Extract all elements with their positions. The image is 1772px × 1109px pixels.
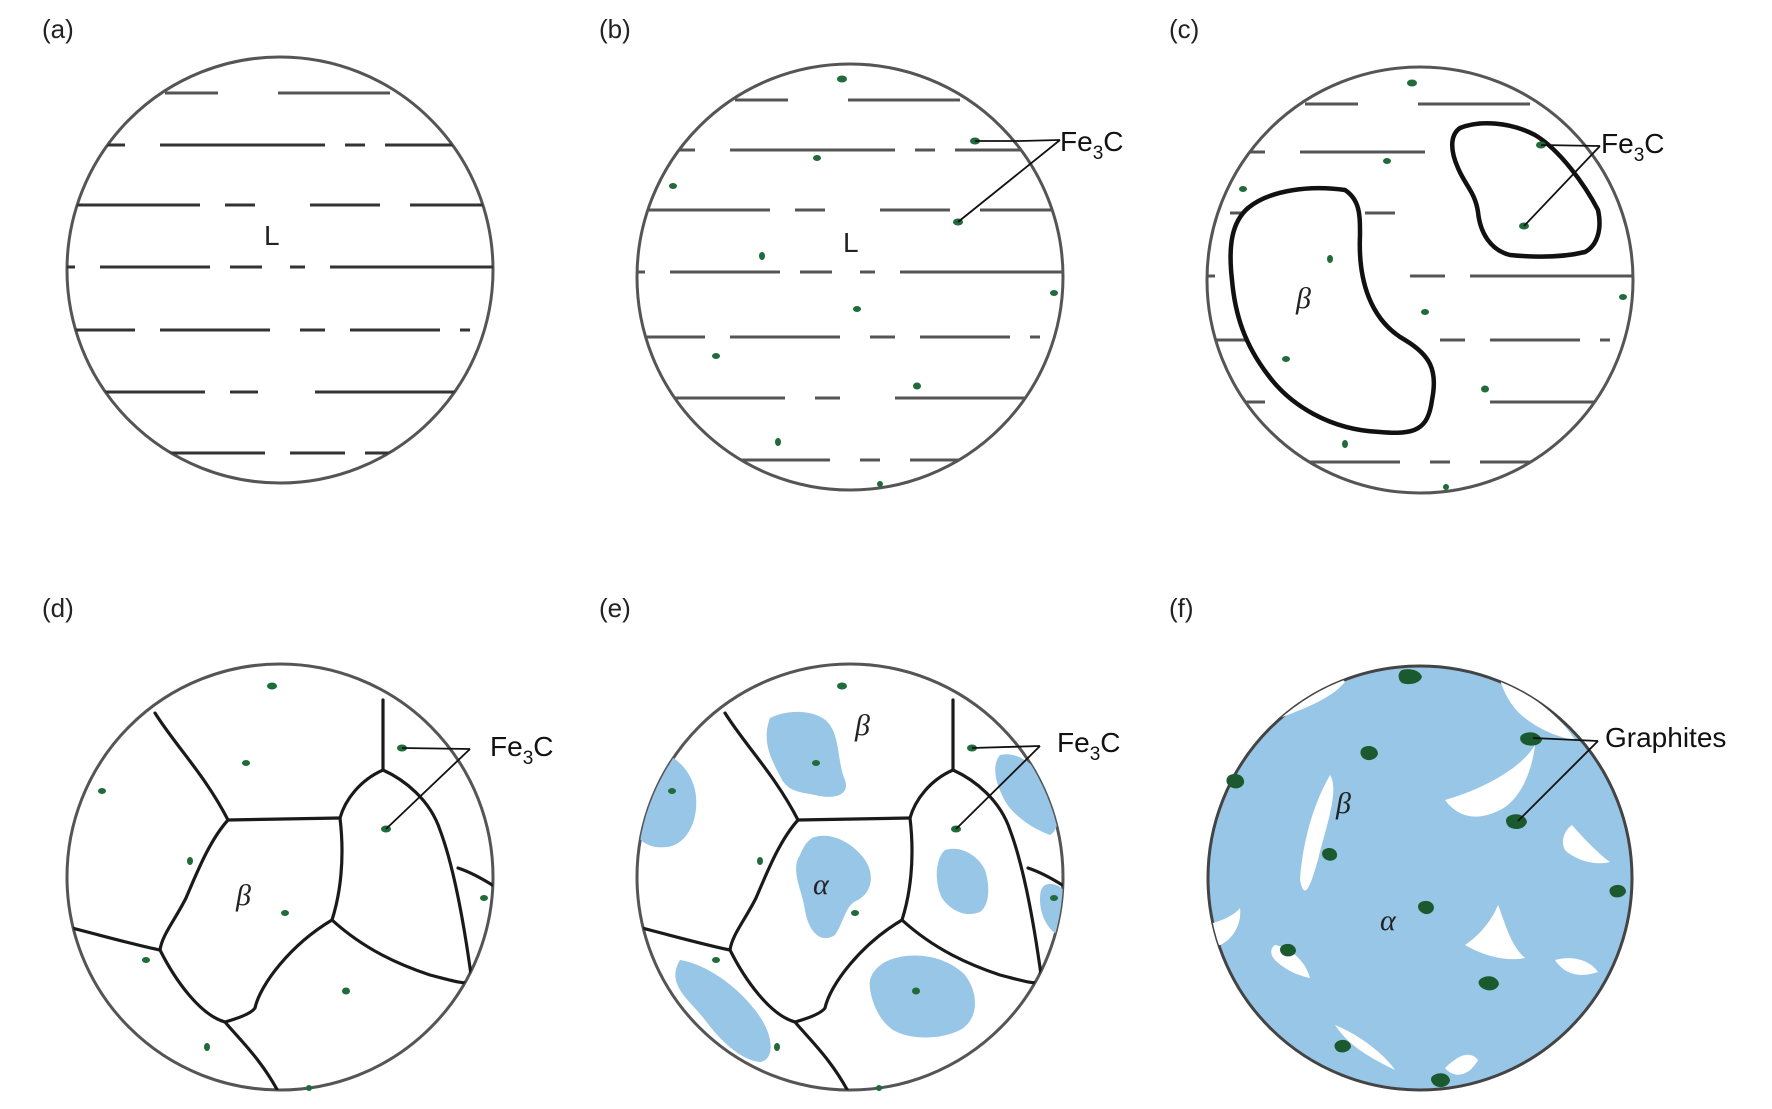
phase-label-beta-e: β [854, 709, 870, 742]
fe3c-annotation-e: Fe3C [955, 727, 1121, 830]
specimen-circle-a [65, 55, 495, 485]
alpha-regions-e [637, 711, 1063, 1062]
beta-nucleus-small-c [1450, 121, 1602, 259]
graphite-nodules-f [1226, 669, 1626, 1088]
panel-e: (e) [599, 593, 1121, 1092]
panel-label-f: (f) [1169, 593, 1194, 623]
grain-boundaries-d [67, 698, 493, 1090]
panel-label-e: (e) [599, 593, 631, 623]
fe3c-annotation-d: Fe3C [385, 731, 554, 830]
liquid-lines-b [637, 98, 1063, 462]
fe3c-particles-d [98, 682, 488, 1091]
panel-a: (a) [42, 14, 495, 485]
liquid-lines-c [1207, 102, 1633, 464]
graphites-annotation-f: Graphites [1517, 722, 1726, 822]
specimen-circle-d [65, 662, 495, 1092]
phase-label-beta-f: β [1335, 787, 1351, 820]
phase-label-beta-c: β [1295, 282, 1311, 315]
fe3c-label-e: Fe3C [1057, 727, 1121, 765]
beta-nucleus-large-c [1228, 185, 1437, 435]
phase-label-liquid-b: L [843, 227, 859, 258]
fe3c-annotation-b: Fe3C [957, 126, 1124, 223]
panel-label-b: (b) [599, 14, 631, 44]
phase-label-alpha-f: α [1380, 904, 1397, 937]
specimen-circle-f [1206, 664, 1634, 1092]
panel-f: (f) β [1169, 593, 1726, 1092]
liquid-lines-a [67, 91, 493, 455]
fe3c-label-d: Fe3C [490, 731, 554, 769]
graphites-label-f: Graphites [1605, 722, 1726, 753]
panel-label-a: (a) [42, 14, 74, 44]
grain-boundaries-e [637, 698, 1063, 1090]
phase-label-alpha-e: α [813, 868, 830, 901]
fe3c-particles-b [669, 75, 1058, 487]
panel-d: (d) [42, 593, 554, 1092]
fe3c-annotation-c: Fe3C [1523, 128, 1665, 227]
panel-label-d: (d) [42, 593, 74, 623]
phase-label-beta-d: β [235, 879, 251, 912]
fe3c-label-b: Fe3C [1060, 126, 1124, 164]
panel-label-c: (c) [1169, 14, 1199, 44]
phase-label-liquid-a: L [264, 220, 280, 251]
fe3c-label-c: Fe3C [1601, 128, 1665, 166]
panel-c: (c) [1169, 14, 1665, 495]
panel-b: (b) [599, 14, 1124, 492]
specimen-circle-b [635, 62, 1065, 492]
